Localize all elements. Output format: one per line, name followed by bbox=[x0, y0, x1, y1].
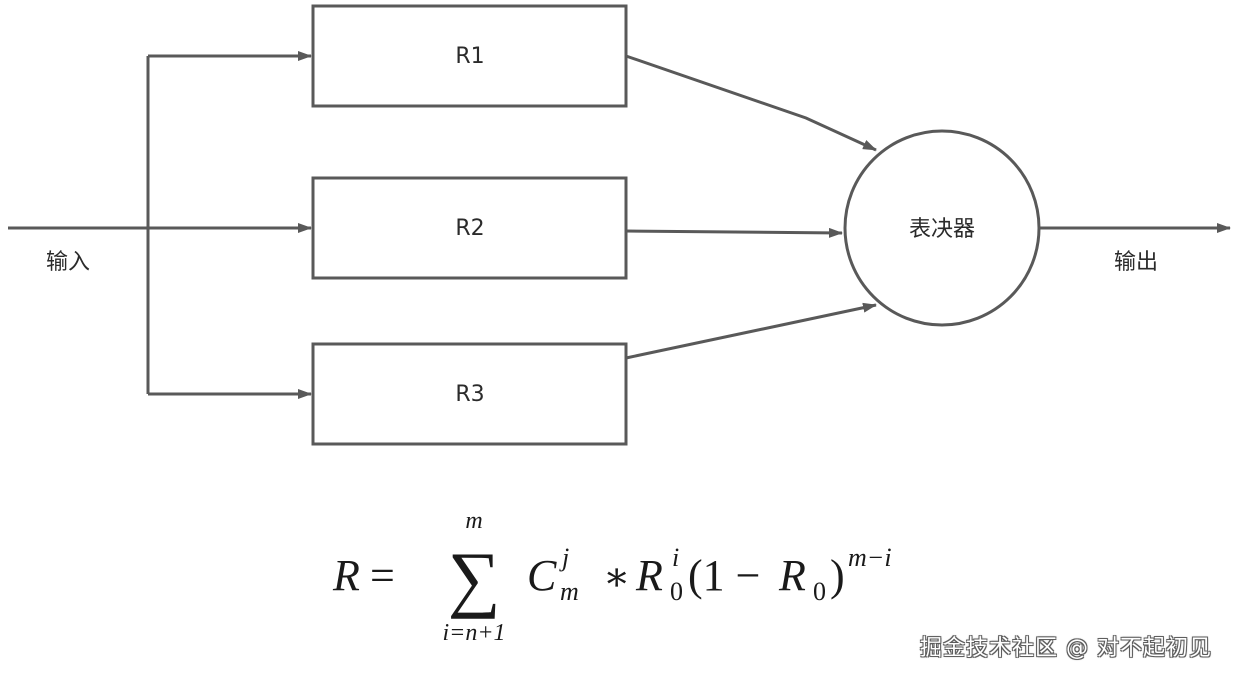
formula-r-sub: 0 bbox=[670, 577, 683, 606]
block-r1-label: R1 bbox=[455, 44, 484, 69]
input-label: 输入 bbox=[46, 250, 90, 275]
formula-paren-close: ) bbox=[830, 551, 845, 600]
block-r2: R2 bbox=[311, 176, 628, 280]
voter: 表决器 bbox=[843, 129, 1041, 327]
formula-lhs: R bbox=[332, 551, 360, 600]
formula-c: C bbox=[527, 551, 557, 600]
arrow-r2-to-voter bbox=[625, 227, 843, 238]
formula-sum-lower: i=n+1 bbox=[442, 620, 505, 646]
formula-c-sub: m bbox=[560, 577, 579, 606]
formula-exponent: m−i bbox=[848, 543, 892, 572]
block-r2-label: R2 bbox=[455, 216, 484, 241]
formula-paren-open: (1 − bbox=[688, 551, 760, 600]
formula-r-sup: i bbox=[672, 543, 679, 572]
formula-r2-sub: 0 bbox=[813, 577, 826, 606]
voter-label: 表决器 bbox=[909, 217, 975, 242]
output-label: 输出 bbox=[1114, 250, 1158, 275]
block-r3-label: R3 bbox=[455, 382, 484, 407]
reliability-formula: R = m ∑ i=n+1 C j m ∗ R i 0 (1 − R 0 ) m… bbox=[332, 508, 892, 646]
formula-times: ∗ bbox=[603, 554, 630, 599]
block-r1: R1 bbox=[311, 4, 628, 108]
arrow-r3-to-voter bbox=[625, 302, 877, 360]
formula-r2: R bbox=[778, 551, 806, 600]
formula-sum-symbol: ∑ bbox=[448, 538, 501, 620]
formula-equals: = bbox=[370, 551, 395, 600]
formula-sum-upper: m bbox=[465, 508, 482, 534]
formula-r: R bbox=[635, 551, 663, 600]
arrow-r1-to-voter bbox=[625, 54, 877, 152]
block-r3: R3 bbox=[311, 342, 628, 446]
formula-c-sup: j bbox=[559, 543, 569, 572]
watermark: 掘金技术社区 @ 对不起初见 bbox=[920, 636, 1212, 661]
